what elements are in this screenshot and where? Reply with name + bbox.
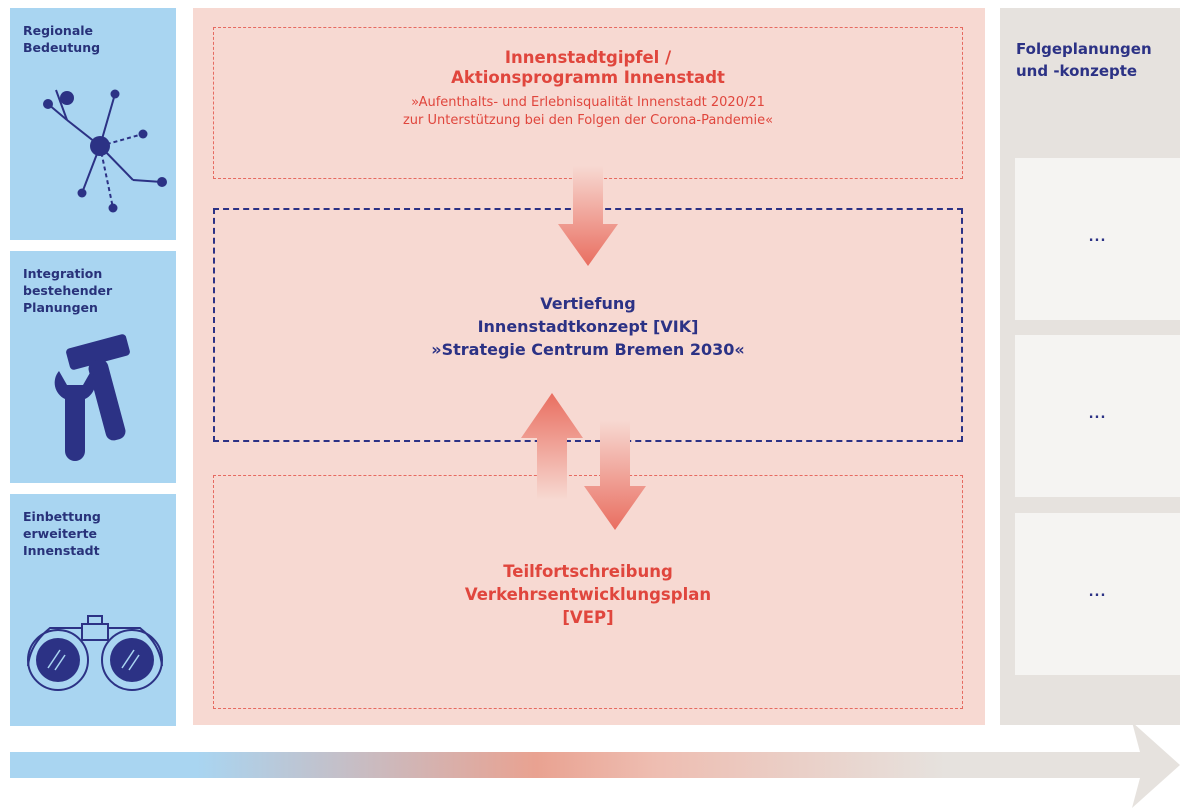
binoculars-icon xyxy=(27,615,163,691)
arrows xyxy=(521,166,646,530)
panel-regionale-bedeutung: Regionale Bedeutung xyxy=(10,8,176,240)
arrow-down-top xyxy=(558,166,618,266)
right-panel-title: Folgeplanungen und -konzepte xyxy=(1016,40,1152,80)
box-title: Vertiefung Innenstadtkonzept [VIK] »Stra… xyxy=(431,294,745,359)
timeline-arrow xyxy=(10,722,1180,808)
panel-integration-planungen: Integration bestehender Planungen xyxy=(10,251,176,483)
box-subtitle: »Aufenthalts- und Erlebnisqualität Innen… xyxy=(402,95,774,128)
panel-label: Integration bestehender Planungen xyxy=(23,266,113,315)
panel-einbettung-innenstadt: Einbettung erweiterte Innenstadt xyxy=(10,494,176,726)
center-panel: Innenstadtgipfel / Aktionsprogramm Innen… xyxy=(193,8,985,725)
network-icon xyxy=(43,89,167,213)
right-panel: Folgeplanungen und -konzepte ... ... ... xyxy=(1000,8,1180,725)
tools-icon xyxy=(54,334,130,461)
box-title: Teilfortschreibung Verkehrsentwicklungsp… xyxy=(464,562,712,627)
arrow-up-left xyxy=(521,393,583,500)
box-teilfortschreibung-vep: Teilfortschreibung Verkehrsentwicklungsp… xyxy=(213,475,963,709)
panel-label: Regionale Bedeutung xyxy=(23,23,101,55)
arrow-down-right xyxy=(584,420,646,530)
followup-card: ... xyxy=(1015,158,1180,320)
panel-label: Einbettung erweiterte Innenstadt xyxy=(23,509,101,558)
followup-card: ... xyxy=(1015,335,1180,497)
box-title: Innenstadtgipfel / Aktionsprogramm Innen… xyxy=(451,48,725,87)
followup-card: ... xyxy=(1015,513,1180,675)
